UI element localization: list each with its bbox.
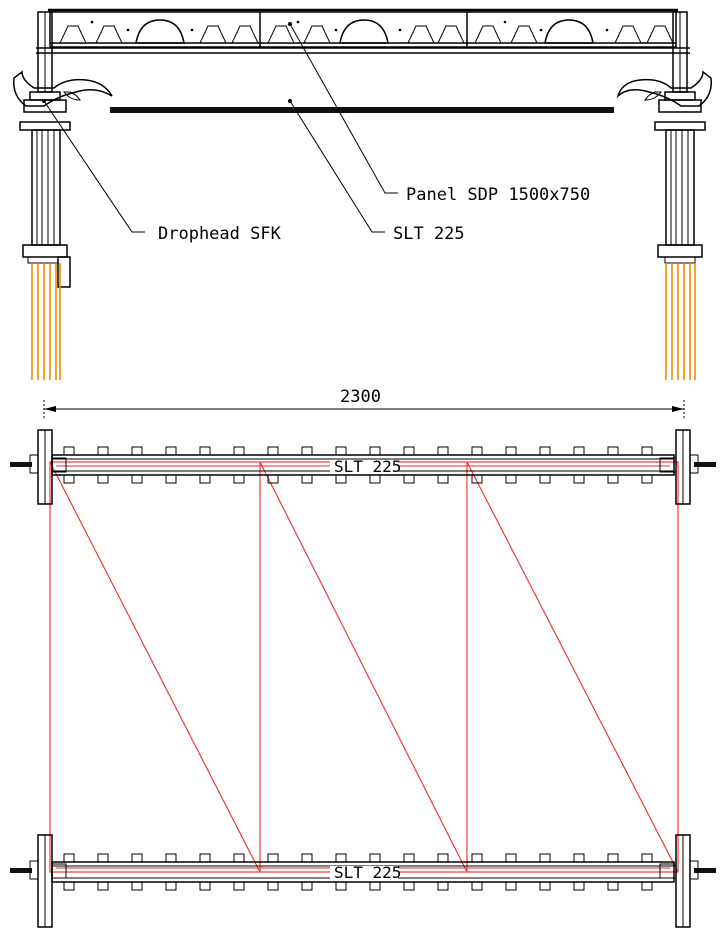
drophead-label: Drophead SFK (158, 224, 282, 244)
plan-prop-top-right (659, 429, 716, 505)
beam-label: SLT 225 (393, 224, 465, 244)
right-drophead-bracket (616, 70, 712, 107)
plan-prop-bottom-left (10, 834, 67, 928)
bracing-lines (49, 461, 679, 873)
plan-prop-top-left (10, 429, 67, 505)
elevation-view: Panel SDP 1500x750 SLT 225 Drophead SFK (13, 8, 712, 380)
leader-lines (42, 22, 398, 233)
right-prop (654, 11, 706, 264)
deck-panels (36, 8, 690, 54)
panel-label: Panel SDP 1500x750 (406, 185, 590, 205)
plan-prop-bottom-right (659, 834, 716, 928)
left-drophead-bracket (13, 70, 113, 107)
left-prop-legs (31, 263, 61, 380)
right-prop-legs (665, 263, 696, 380)
left-prop (19, 11, 71, 288)
dimension-value: 2300 (340, 387, 381, 407)
dimension-line (43, 400, 685, 420)
plan-beam-top (51, 446, 675, 484)
plan-view: 2300 SLT 225 (10, 387, 716, 928)
plan-beam-top-label: SLT 225 (334, 457, 401, 476)
plan-beam-bottom-label: SLT 225 (334, 863, 401, 882)
slt-225-beam-elevation (110, 107, 614, 113)
